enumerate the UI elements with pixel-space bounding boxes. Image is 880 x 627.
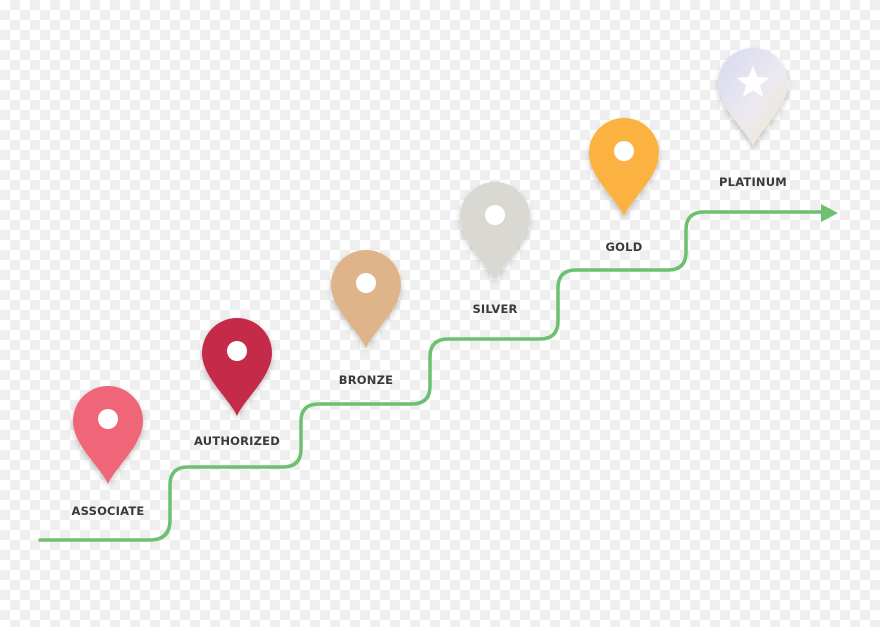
- tier-label-silver: SILVER: [472, 302, 517, 316]
- location-pin-icon: [331, 250, 401, 348]
- tier-label-bronze: BRONZE: [339, 373, 393, 387]
- pin-hole: [227, 341, 247, 361]
- tier-label-associate: ASSOCIATE: [72, 504, 145, 518]
- tier-bronze: BRONZE: [331, 250, 401, 387]
- pin-hole: [98, 409, 118, 429]
- pin-hole: [614, 141, 634, 161]
- location-pin-icon: [202, 318, 272, 416]
- tiers-layer: ASSOCIATE AUTHORIZED BRONZE SILVER GOLD PLATI…: [72, 48, 788, 518]
- star-pin-icon: [718, 48, 788, 146]
- pin-hole: [356, 273, 376, 293]
- tier-associate: ASSOCIATE: [72, 386, 145, 518]
- star-icon: [736, 66, 770, 97]
- tier-authorized: AUTHORIZED: [194, 318, 280, 448]
- tier-label-authorized: AUTHORIZED: [194, 434, 280, 448]
- tier-label-gold: GOLD: [606, 240, 643, 254]
- tier-label-platinum: PLATINUM: [719, 175, 787, 189]
- tier-silver: SILVER: [460, 182, 530, 316]
- progression-path: [38, 210, 828, 542]
- location-pin-icon: [460, 182, 530, 280]
- pin-hole: [485, 205, 505, 225]
- location-pin-icon: [73, 386, 143, 484]
- location-pin-icon: [589, 118, 659, 216]
- tier-gold: GOLD: [589, 118, 659, 254]
- progression-arrow-head: [821, 204, 838, 222]
- tier-platinum: PLATINUM: [718, 48, 788, 189]
